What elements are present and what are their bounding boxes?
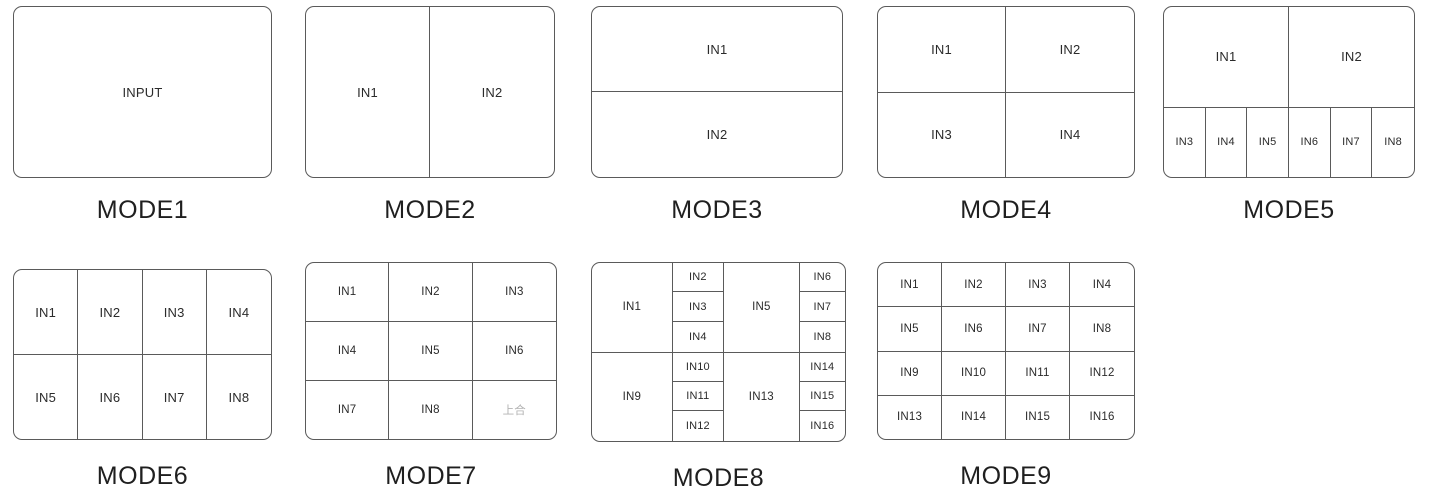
- mode2-screen-frame: IN1 IN2: [305, 6, 555, 178]
- mode8-stack-left-top: IN2 IN3 IN4: [672, 263, 725, 352]
- mode5-pane-6: IN6: [1289, 107, 1331, 177]
- mode5-pane-3: IN3: [1164, 107, 1206, 177]
- mode8-pane-16: IN16: [810, 420, 835, 433]
- mode5-pane-8: IN8: [1384, 136, 1402, 149]
- mode5-screen-frame: IN1 IN2 IN3 IN4 IN5 IN6 IN7 IN8: [1163, 6, 1415, 178]
- mode-option-mode8[interactable]: IN1 IN2 IN3 IN4 IN5 IN6 IN7 IN8 IN9: [591, 262, 846, 493]
- mode3-screen-frame: IN1 IN2: [591, 6, 843, 178]
- mode5-pane-5: IN5: [1247, 107, 1289, 177]
- mode6-pane-3: IN3: [143, 270, 207, 354]
- mode2-label: MODE2: [384, 196, 476, 224]
- mode9-pane-15: IN15: [1006, 395, 1070, 439]
- mode2-pane-1: IN1: [306, 7, 430, 177]
- mode8-pane-1: IN1: [592, 263, 673, 352]
- mode9-pane-2: IN2: [942, 263, 1006, 307]
- mode-option-mode4[interactable]: IN1 IN2 IN3 IN4 MODE4: [877, 6, 1135, 225]
- mode4-pane-3: IN3: [878, 92, 1006, 177]
- mode5-pane-2: IN2: [1341, 49, 1362, 65]
- mode4-pane-2: IN2: [1059, 41, 1081, 57]
- mode8-pane-4: IN4: [688, 330, 707, 343]
- mode9-pane-5: IN5: [878, 307, 942, 351]
- mode-option-mode2[interactable]: IN1 IN2 MODE2: [305, 6, 555, 225]
- mode8-screen-frame: IN1 IN2 IN3 IN4 IN5 IN6 IN7 IN8 IN9: [591, 262, 846, 442]
- mode8-pane-12: IN12: [685, 420, 710, 433]
- mode9-pane-13: IN13: [878, 395, 942, 439]
- mode6-pane-7: IN7: [143, 355, 207, 439]
- mode-option-mode5[interactable]: IN1 IN2 IN3 IN4 IN5 IN6 IN7 IN8 MODE5: [1163, 6, 1415, 225]
- mode7-pane-6: IN6: [505, 345, 524, 357]
- mode3-label: MODE3: [671, 196, 763, 224]
- mode7-screen-frame: IN1 IN2 IN3 IN4 IN5 IN6 IN7 IN8 上合: [305, 262, 557, 440]
- mode6-pane-1: IN1: [14, 270, 79, 354]
- mode9-pane-7: IN7: [1006, 307, 1070, 351]
- mode8-pane-6: IN6: [799, 263, 845, 293]
- mode3-pane-2: IN2: [706, 127, 728, 142]
- mode5-pane-4: IN4: [1206, 107, 1248, 177]
- mode9-pane-12: IN12: [1089, 367, 1115, 380]
- mode5-label: MODE5: [1243, 196, 1335, 224]
- mode8-pane-2: IN2: [672, 263, 724, 293]
- mode9-pane-14: IN14: [942, 395, 1006, 439]
- mode9-label: MODE9: [960, 462, 1052, 490]
- mode1-screen-frame: INPUT: [13, 6, 272, 178]
- mode8-stack-right-top: IN6 IN7 IN8: [799, 263, 845, 352]
- mode6-pane-6: IN6: [78, 355, 143, 439]
- mode-option-mode3[interactable]: IN1 IN2 MODE3: [591, 6, 843, 225]
- mode-option-mode7[interactable]: IN1 IN2 IN3 IN4 IN5 IN6 IN7 IN8 上合 MODE7: [305, 262, 557, 491]
- mode9-screen-frame: IN1 IN2 IN3 IN4 IN5 IN6 IN7 IN8 IN9 IN10…: [877, 262, 1135, 440]
- mode9-pane-1: IN1: [878, 263, 942, 307]
- mode7-pane-5: IN5: [389, 322, 473, 380]
- mode7-pane-1: IN1: [306, 263, 390, 321]
- mode8-pane-9: IN9: [592, 352, 673, 441]
- mode8-label: MODE8: [672, 464, 765, 492]
- mode7-pane-3: IN3: [505, 286, 524, 298]
- mode1-pane-input: INPUT: [122, 84, 163, 100]
- mode8-stack-right-bottom: IN14 IN15 IN16: [799, 353, 845, 442]
- mode-option-mode6[interactable]: IN1 IN2 IN3 IN4 IN5 IN6 IN7 IN8 MODE6: [13, 269, 272, 491]
- mode1-label: MODE1: [96, 196, 189, 224]
- mode9-pane-8: IN8: [1092, 322, 1112, 335]
- mode8-pane-8: IN8: [813, 330, 832, 343]
- mode7-pane-8: IN8: [389, 381, 473, 439]
- mode9-pane-10: IN10: [942, 351, 1006, 395]
- mode8-stack-left-bottom: IN10 IN11 IN12: [672, 352, 725, 441]
- mode6-pane-8: IN8: [228, 389, 250, 405]
- mode8-pane-5: IN5: [724, 263, 800, 352]
- mode8-pane-14: IN14: [799, 353, 845, 382]
- mode8-pane-10: IN10: [672, 353, 724, 382]
- mode9-pane-16: IN16: [1089, 411, 1115, 424]
- mode9-pane-4: IN4: [1092, 278, 1112, 291]
- mode4-screen-frame: IN1 IN2 IN3 IN4: [877, 6, 1135, 178]
- mode8-pane-7: IN7: [799, 292, 845, 322]
- mode9-pane-9: IN9: [878, 351, 942, 395]
- mode8-pane-15: IN15: [799, 382, 845, 412]
- mode8-row-top: IN1 IN2 IN3 IN4 IN5 IN6 IN7 IN8: [592, 263, 845, 353]
- mode8-pane-11: IN11: [672, 382, 724, 412]
- mode7-pane-4: IN4: [306, 322, 390, 380]
- mode9-pane-6: IN6: [942, 307, 1006, 351]
- mode8-row-bottom: IN9 IN10 IN11 IN12 IN13 IN14 IN15 IN16: [592, 352, 845, 442]
- mode7-pane-9-combined: 上合: [502, 405, 527, 417]
- mode9-pane-11: IN11: [1006, 351, 1070, 395]
- mode5-pane-7: IN7: [1331, 107, 1373, 177]
- mode6-label: MODE6: [96, 462, 189, 490]
- mode6-pane-2: IN2: [78, 270, 143, 354]
- mode7-pane-2: IN2: [389, 263, 473, 321]
- mode5-pane-1: IN1: [1164, 7, 1289, 107]
- mode3-pane-1: IN1: [592, 7, 842, 92]
- mode2-pane-2: IN2: [481, 84, 503, 100]
- mode7-pane-7: IN7: [306, 381, 390, 439]
- mode7-label: MODE7: [385, 462, 477, 490]
- mode6-screen-frame: IN1 IN2 IN3 IN4 IN5 IN6 IN7 IN8: [13, 269, 272, 440]
- mode8-pane-13: IN13: [724, 352, 800, 441]
- mode4-label: MODE4: [960, 196, 1052, 224]
- mode9-pane-3: IN3: [1006, 263, 1070, 307]
- mode4-pane-4: IN4: [1059, 127, 1081, 143]
- mode4-pane-1: IN1: [878, 7, 1006, 92]
- mode-option-mode9[interactable]: IN1 IN2 IN3 IN4 IN5 IN6 IN7 IN8 IN9 IN10…: [877, 262, 1135, 491]
- mode6-pane-5: IN5: [14, 355, 79, 439]
- mode-option-mode1[interactable]: INPUT MODE1: [13, 6, 272, 225]
- mode8-pane-3: IN3: [672, 292, 724, 322]
- mode6-pane-4: IN4: [228, 304, 250, 320]
